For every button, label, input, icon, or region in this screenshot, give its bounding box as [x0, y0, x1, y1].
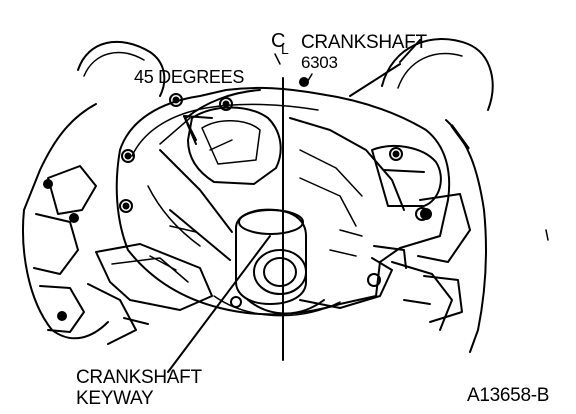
keyway-label-line1: CRANKSHAFT	[76, 367, 202, 388]
keyway-label-line2: KEYWAY	[76, 388, 154, 409]
block-left-side	[22, 103, 109, 340]
oil-pump-body	[187, 106, 282, 185]
part-number-label: 6303	[301, 53, 338, 72]
crankshaft-label: CRANKSHAFT	[301, 32, 427, 53]
figure-id-label: A13658-B	[467, 385, 550, 406]
angle-label: 45 DEGREES	[134, 67, 245, 87]
centerline-symbol-c: C	[271, 30, 286, 52]
block-upper-right-lobe	[381, 38, 494, 111]
oil-pan-flange	[95, 243, 213, 311]
keyway-leader	[167, 235, 271, 373]
oil-pump-outlet	[371, 145, 442, 207]
block-upper-left-lobe	[77, 40, 166, 97]
angle-arc	[185, 89, 261, 119]
centerline-symbol-l: L	[281, 41, 289, 57]
front-cover-outline	[115, 86, 451, 316]
